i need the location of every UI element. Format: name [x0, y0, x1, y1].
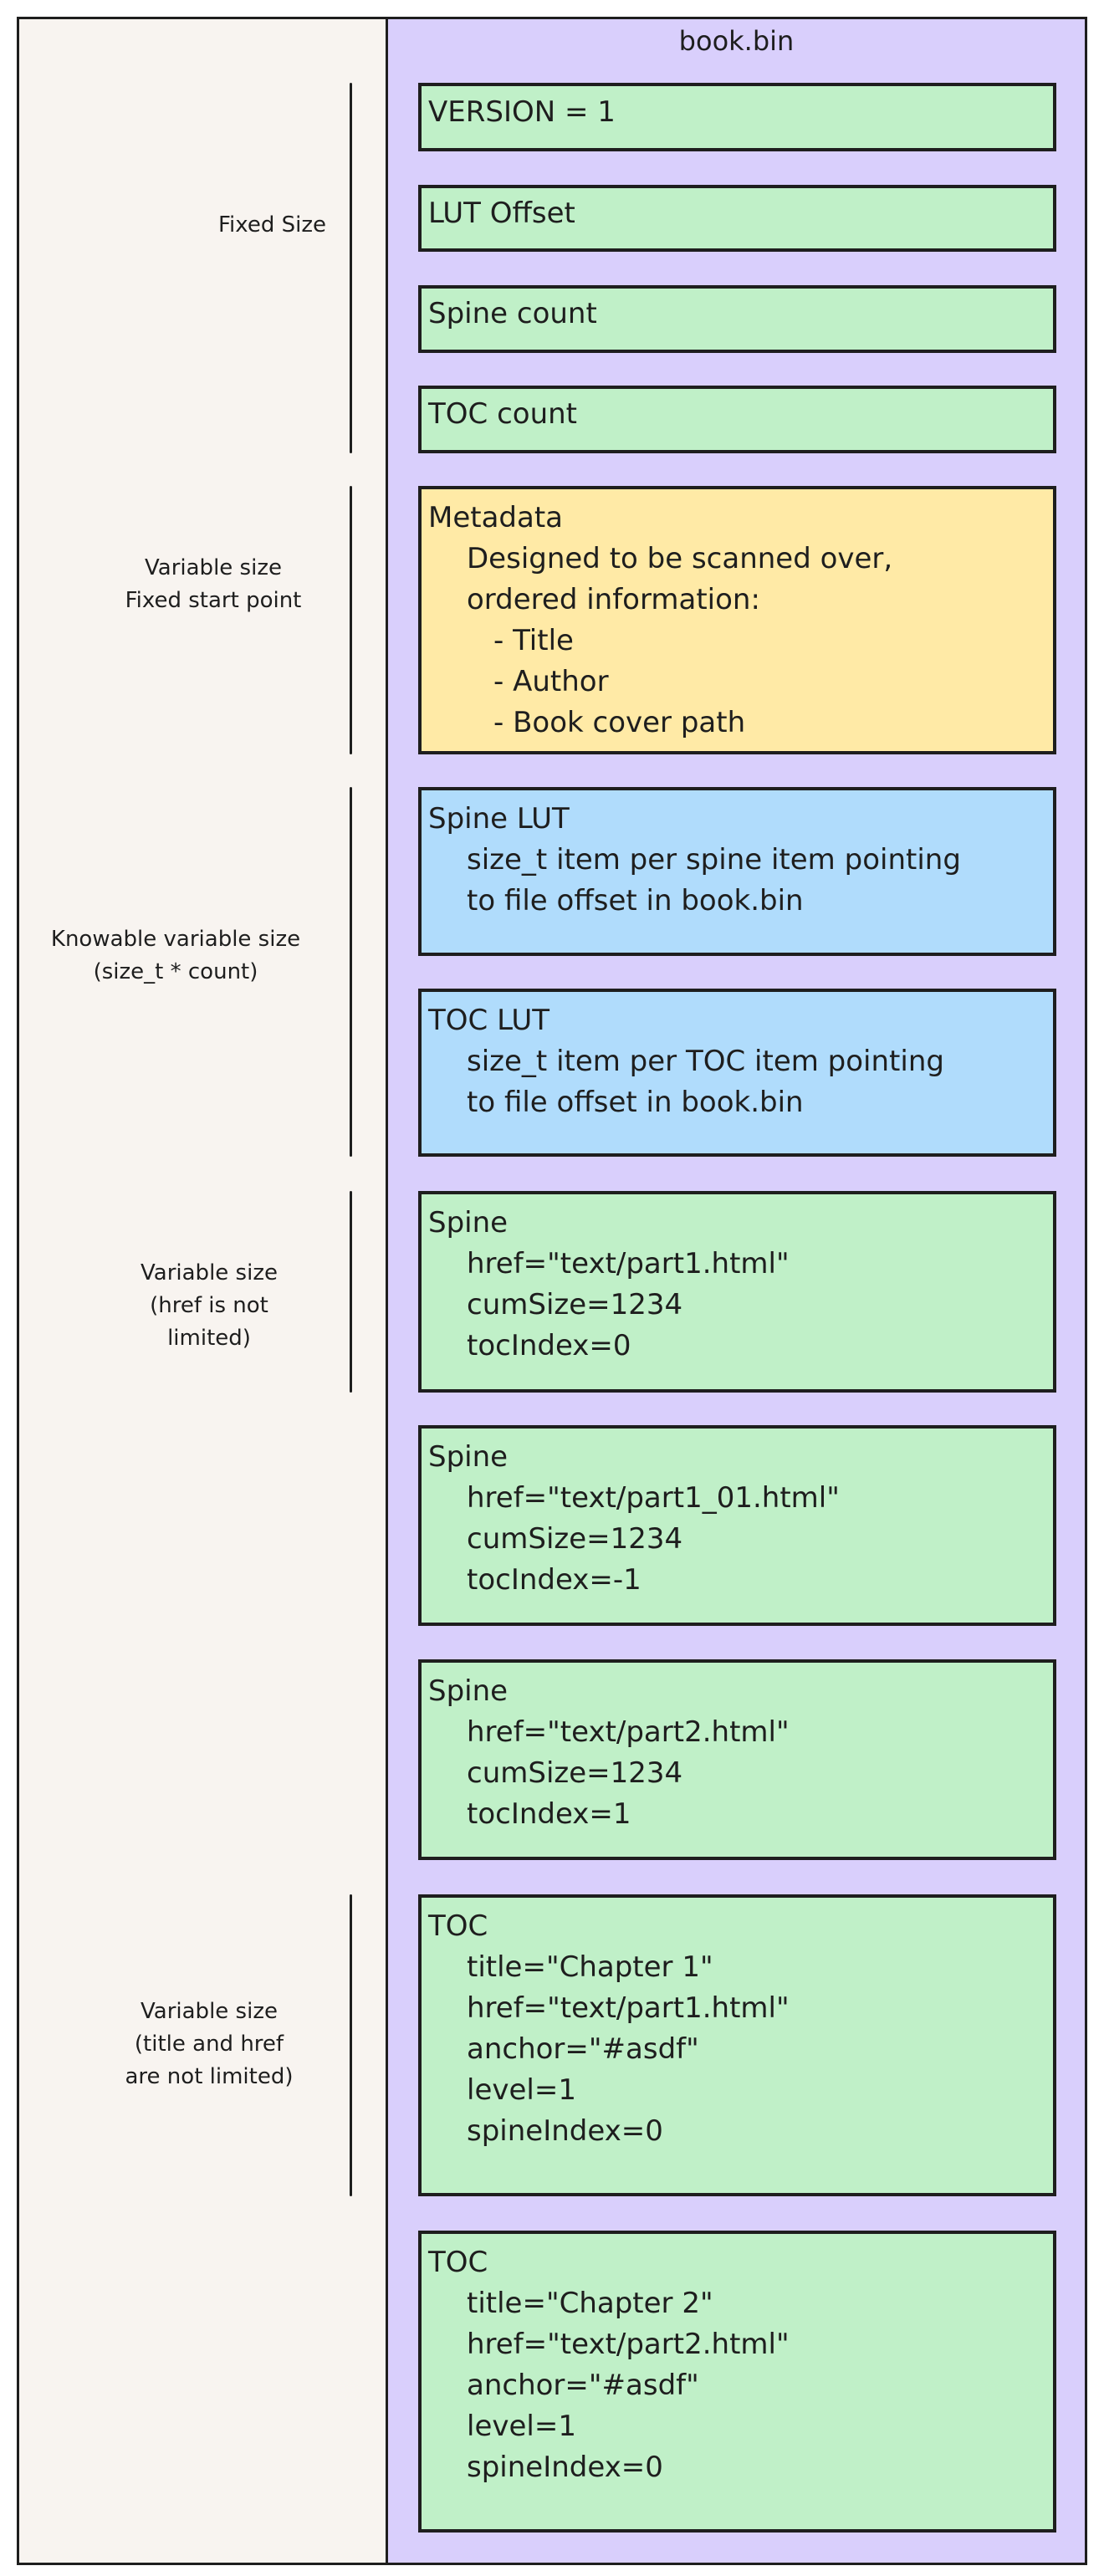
block-line: level=1 — [467, 2073, 576, 2107]
block-title: Spine — [428, 1674, 509, 1708]
block-toc-item: TOC title="Chapter 1" href="text/part1.h… — [418, 1894, 1056, 2196]
block-title: Metadata — [428, 501, 564, 534]
block-line: tocIndex=-1 — [467, 1563, 641, 1597]
block-version: VERSION = 1 — [418, 83, 1056, 151]
block-title: TOC count — [428, 397, 578, 431]
block-line: to file offset in book.bin — [467, 1086, 804, 1119]
label-line: Variable size — [145, 555, 282, 580]
block-line: href="text/part2.html" — [467, 2328, 790, 2361]
block-line: cumSize=1234 — [467, 1288, 683, 1321]
block-title: Spine — [428, 1440, 509, 1474]
block-line: to file offset in book.bin — [467, 884, 804, 917]
group-bracket-metadata — [350, 486, 352, 754]
block-line: href="text/part1.html" — [467, 1991, 790, 2025]
block-line: cumSize=1234 — [467, 1756, 683, 1790]
block-toc-lut: TOC LUT size_t item per TOC item pointin… — [418, 989, 1056, 1157]
block-line: cumSize=1234 — [467, 1522, 683, 1556]
block-line: href="text/part2.html" — [467, 1715, 790, 1749]
label-line: Variable size — [141, 1999, 278, 2024]
label-line: are not limited) — [125, 2064, 294, 2089]
block-line: anchor="#asdf" — [467, 2369, 699, 2402]
label-line: (href is not — [150, 1293, 268, 1318]
group-bracket-lut — [350, 787, 352, 1157]
block-metadata: Metadata Designed to be scanned over, or… — [418, 486, 1056, 754]
block-line: - Book cover path — [493, 706, 746, 739]
block-spine-item: Spine href="text/part1_01.html" cumSize=… — [418, 1425, 1056, 1626]
group-bracket-spine — [350, 1191, 352, 1393]
block-line: spineIndex=0 — [467, 2114, 663, 2148]
block-line: title="Chapter 2" — [467, 2287, 713, 2320]
group-label-toc: Variable size (title and href are not li… — [92, 1996, 326, 2093]
label-line: Knowable variable size — [50, 927, 301, 952]
block-line: size_t item per TOC item pointing — [467, 1045, 944, 1078]
label-line: Fixed Size — [217, 212, 326, 238]
block-line: level=1 — [467, 2410, 576, 2443]
block-title: Spine LUT — [428, 802, 570, 836]
group-label-metadata: Variable size Fixed start point — [75, 552, 351, 617]
block-toc-item: TOC title="Chapter 2" href="text/part2.h… — [418, 2231, 1056, 2533]
block-spine-lut: Spine LUT size_t item per spine item poi… — [418, 787, 1056, 956]
group-bracket-fixed — [350, 83, 352, 453]
block-lut-offset: LUT Offset — [418, 185, 1056, 252]
block-line: href="text/part1.html" — [467, 1247, 790, 1280]
block-line: size_t item per spine item pointing — [467, 843, 961, 877]
label-line: (title and href — [134, 2032, 284, 2057]
group-label-fixed: Fixed Size — [50, 209, 326, 242]
annotation-column — [17, 17, 386, 2565]
block-title: TOC LUT — [428, 1004, 549, 1037]
group-bracket-toc — [350, 1894, 352, 2196]
block-line: title="Chapter 1" — [467, 1950, 713, 1984]
block-line: spineIndex=0 — [467, 2451, 663, 2484]
block-line: Designed to be scanned over, — [467, 542, 893, 575]
block-toc-count: TOC count — [418, 386, 1056, 453]
block-title: TOC — [428, 2246, 488, 2279]
block-line: tocIndex=1 — [467, 1797, 631, 1831]
label-line: Variable size — [141, 1260, 278, 1285]
block-line: - Author — [493, 665, 609, 698]
file-title: book.bin — [678, 25, 795, 57]
block-title: VERSION = 1 — [428, 95, 616, 129]
block-title: Spine count — [428, 297, 597, 330]
block-line: tocIndex=0 — [467, 1329, 631, 1362]
block-line: ordered information: — [467, 583, 760, 616]
block-line: - Title — [493, 624, 574, 657]
block-title: LUT Offset — [428, 196, 575, 230]
block-title: TOC — [428, 1909, 488, 1943]
block-line: anchor="#asdf" — [467, 2032, 699, 2066]
group-label-spine: Variable size (href is not limited) — [109, 1257, 309, 1355]
block-title: Spine — [428, 1206, 509, 1239]
label-line: (size_t * count) — [93, 959, 258, 984]
block-spine-item: Spine href="text/part1.html" cumSize=123… — [418, 1191, 1056, 1393]
block-line: href="text/part1_01.html" — [467, 1481, 840, 1515]
block-spine-count: Spine count — [418, 285, 1056, 353]
group-label-lut: Knowable variable size (size_t * count) — [33, 923, 318, 989]
block-spine-item: Spine href="text/part2.html" cumSize=123… — [418, 1659, 1056, 1860]
label-line: Fixed start point — [125, 588, 302, 613]
label-line: limited) — [167, 1326, 251, 1351]
